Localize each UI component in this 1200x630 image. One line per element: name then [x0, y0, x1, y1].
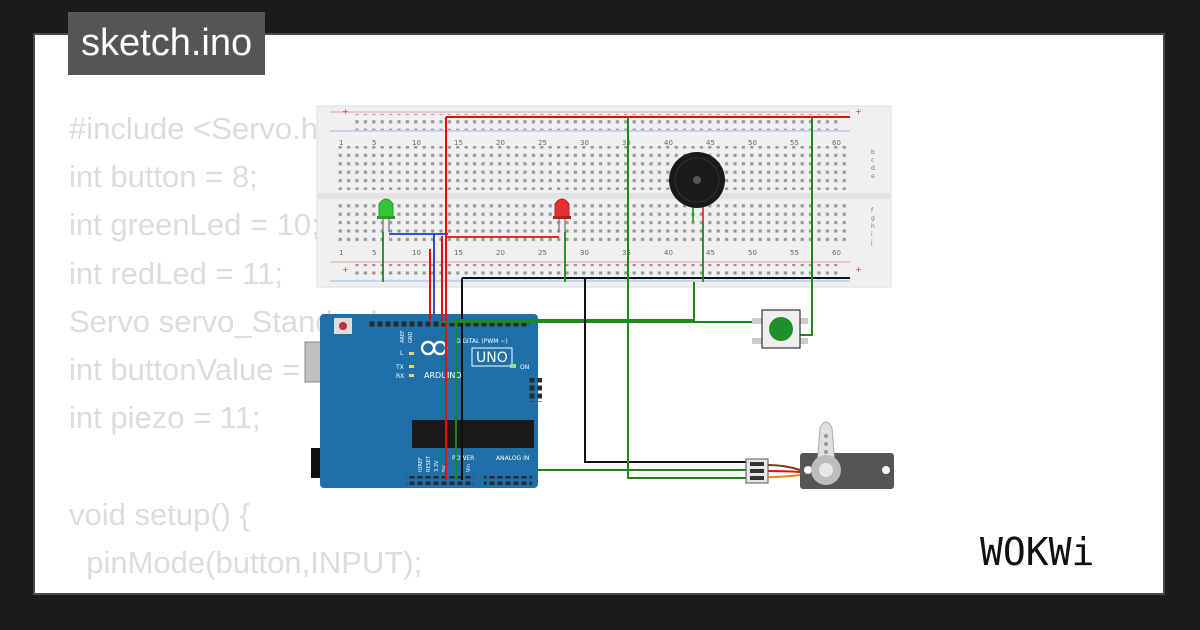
wokwi-logo: WOKWi	[980, 530, 1094, 574]
code-preview: #include <Servo.h> int button = 8; int gre…	[69, 105, 501, 594]
code-line: pinMode(button,INPUT);	[69, 544, 423, 580]
green-led	[377, 198, 395, 232]
row-letter: i	[871, 231, 873, 238]
column-number: 30	[580, 139, 589, 147]
servo-motor	[745, 421, 894, 489]
column-number: 55	[790, 139, 799, 147]
on-label: ON	[520, 364, 529, 371]
code-line: int button = 8;	[69, 159, 258, 195]
svg-text:WOKWi: WOKWi	[980, 530, 1094, 574]
code-line: int redLed = 11;	[69, 255, 284, 291]
code-line: #include <Servo.h>	[69, 111, 337, 146]
svg-text:+: +	[855, 107, 862, 116]
code-line: int piezo = 11;	[69, 400, 261, 436]
led-rx-label: RX	[396, 373, 404, 380]
row-letter: d	[871, 165, 875, 172]
analog-label: ANALOG IN	[496, 455, 529, 462]
push-button	[752, 309, 808, 349]
row-letter: e	[871, 173, 875, 180]
column-number: 10	[412, 249, 421, 257]
gnd-label: GND	[408, 331, 414, 343]
svg-text:+: +	[855, 265, 862, 274]
reset-label: RESET	[426, 455, 432, 472]
column-number: 30	[580, 249, 589, 257]
led-l-label: L	[400, 350, 404, 357]
led-tx-label: TX	[395, 364, 404, 371]
column-number: 15	[454, 249, 463, 257]
red-led	[553, 198, 571, 232]
digital-header-label: DIGITAL (PWM ~)	[456, 338, 508, 345]
column-number: 55	[790, 249, 799, 257]
v33-label: 3.3V	[434, 460, 440, 472]
column-number: 20	[496, 249, 505, 257]
column-number: 35	[622, 139, 631, 147]
code-line: pinMode(greenLed,OUTPUT);	[69, 587, 501, 594]
power-label: POWER	[452, 455, 474, 462]
breadboard: + + + + 1 5 10 15 20 25 30 35 40 45 50 5…	[316, 105, 892, 288]
column-number: 20	[496, 139, 505, 147]
column-number: 40	[664, 249, 673, 257]
arduino-uno-board: UNO ARDUINO DIGITAL (PWM ~) POWER ANALOG…	[304, 314, 542, 488]
column-number: 25	[538, 249, 547, 257]
row-letter: j	[870, 239, 873, 246]
svg-text:+: +	[342, 107, 349, 116]
column-number: 35	[622, 249, 631, 257]
column-number: 5	[372, 249, 376, 257]
vin-label: Vin	[466, 464, 472, 472]
column-number: 15	[454, 139, 463, 147]
column-number: 5	[372, 139, 376, 147]
row-letter: f	[871, 207, 874, 214]
column-number: 50	[748, 139, 757, 147]
code-line: int greenLed = 10;	[69, 207, 320, 243]
column-number: 45	[706, 139, 715, 147]
row-letter: c	[871, 157, 874, 164]
column-number: 25	[538, 139, 547, 147]
column-number: 1	[339, 139, 343, 147]
column-number: 40	[664, 139, 673, 147]
arduino-brand-label: ARDUINO	[424, 371, 462, 380]
row-letter: b	[871, 149, 875, 156]
column-number: 60	[832, 249, 841, 257]
svg-text:+: +	[342, 265, 349, 274]
column-number: 10	[412, 139, 421, 147]
column-number: 45	[706, 249, 715, 257]
piezo-buzzer	[669, 152, 725, 222]
ioref-label: IOREF	[418, 457, 424, 472]
column-number: 1	[339, 249, 343, 257]
column-number: 50	[748, 249, 757, 257]
row-letter: h	[871, 223, 875, 230]
uno-label: UNO	[476, 350, 508, 366]
aref-label: AREF	[400, 330, 406, 343]
code-line: void setup() {	[69, 496, 250, 532]
column-number: 60	[832, 139, 841, 147]
row-letter: g	[871, 215, 875, 222]
file-tab-title: sketch.ino	[68, 12, 266, 75]
